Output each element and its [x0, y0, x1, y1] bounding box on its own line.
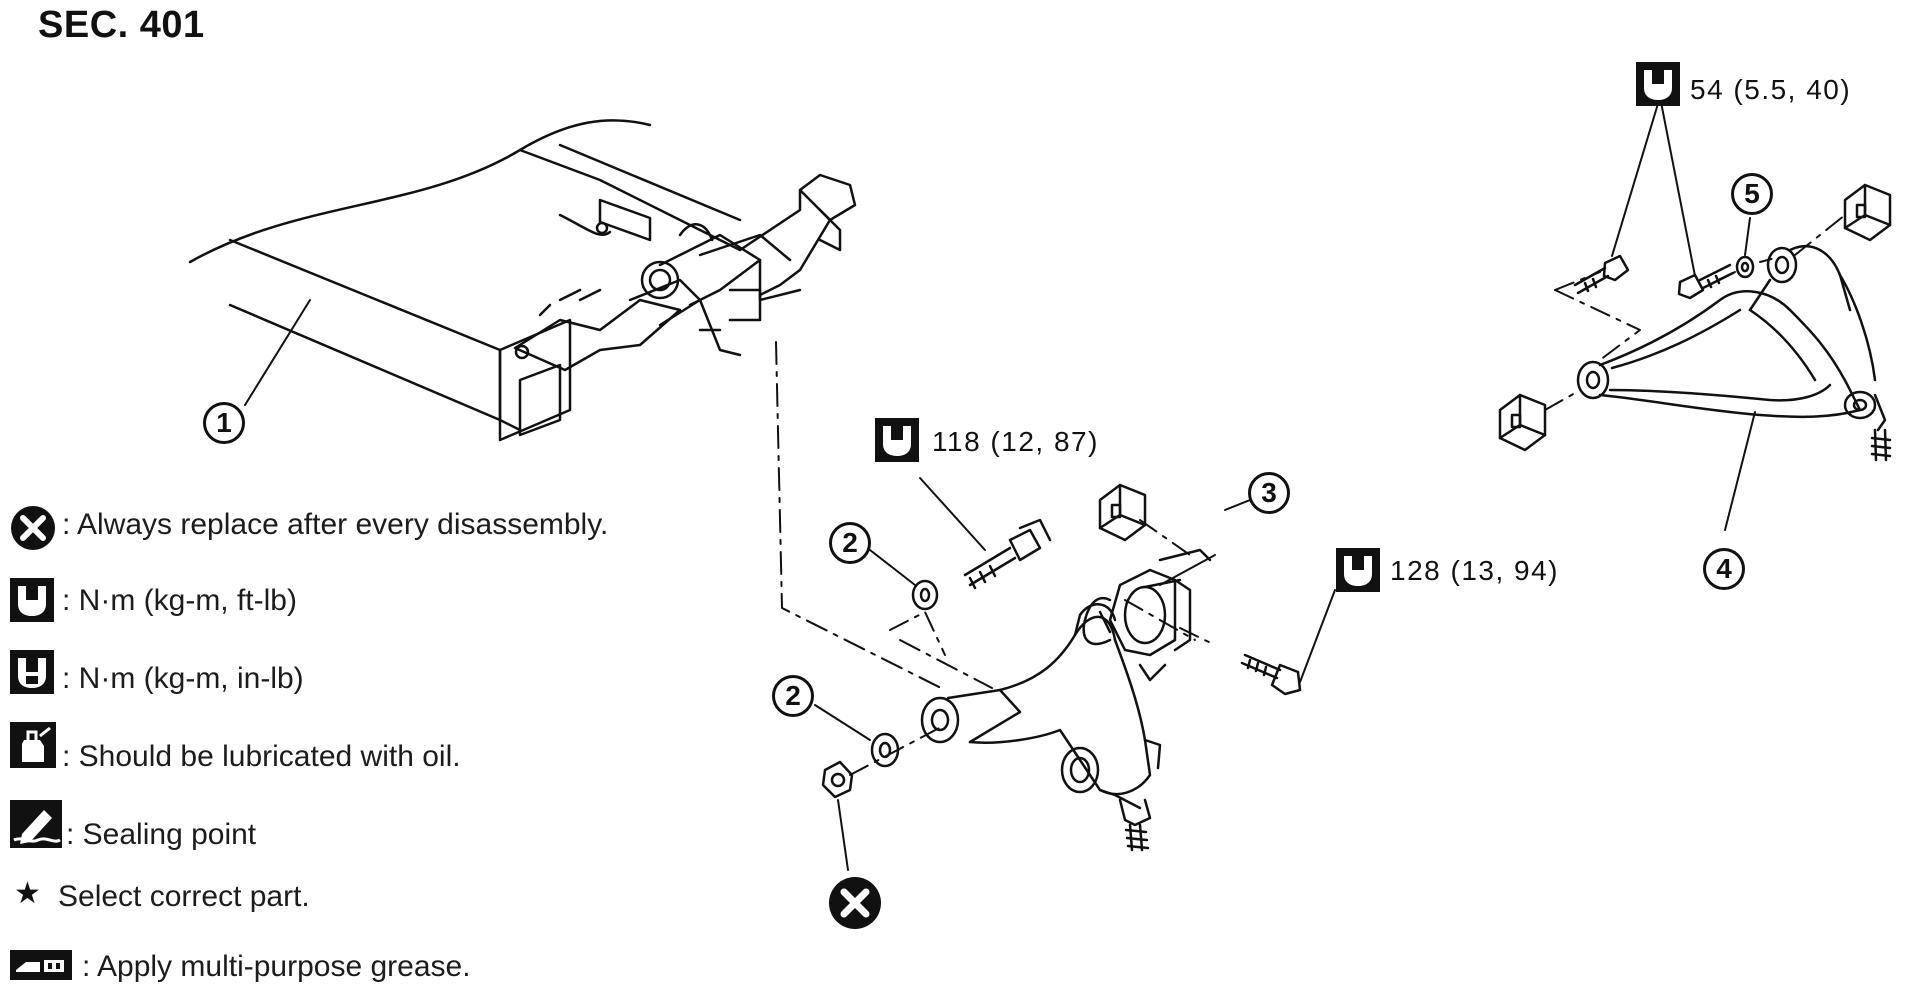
sealing-icon	[10, 800, 62, 848]
torque-upper-arm-bolts: 54 (5.5, 40)	[1690, 74, 1852, 105]
torque-lower-arm-front-bolt: 118 (12, 87)	[932, 426, 1099, 457]
star-icon: ★	[14, 877, 41, 910]
torque-wrench-icon	[875, 418, 919, 462]
torque-wrench-icon	[10, 578, 54, 622]
section-title: SEC. 401	[38, 4, 205, 46]
callout-3: 3	[1248, 472, 1290, 514]
replace-x-icon	[11, 506, 55, 550]
callout-2-upper: 2	[829, 522, 871, 564]
upper-link-bolt-left-drawing	[1573, 254, 1630, 295]
torque-wrench-inlb-icon	[10, 650, 54, 694]
torque-wrench-icon	[1336, 548, 1380, 592]
washer-5-drawing	[1735, 255, 1755, 279]
callout-2-lower: 2	[772, 675, 814, 717]
legend-replace-text: : Always replace after every disassembly…	[62, 508, 609, 541]
suspension-member-drawing	[188, 119, 857, 442]
upper-link-drawing	[1576, 244, 1892, 462]
legend-torque-ftlb-text: : N·m (kg-m, ft-lb)	[62, 584, 297, 617]
callout-5: 5	[1731, 173, 1773, 215]
upper-bushing-cap-left-drawing	[1498, 393, 1547, 452]
upper-link-bolt-right-drawing	[1677, 263, 1735, 300]
lower-link-drawing	[920, 603, 1162, 852]
legend-oil-text: : Should be lubricated with oil.	[62, 740, 461, 773]
lower-arm-nut-drawing	[821, 760, 854, 799]
oil-can-icon	[10, 722, 56, 768]
lower-arm-rear-bolt-drawing	[1240, 653, 1302, 696]
washer-upper-drawing	[911, 579, 939, 611]
lower-arm-front-bolt-drawing	[963, 518, 1052, 590]
grease-icon	[10, 950, 72, 980]
legend-star-text: Select correct part.	[58, 880, 310, 913]
lower-link-bushing-drawing	[1082, 548, 1212, 682]
callout-4: 4	[1703, 548, 1745, 590]
legend-torque-inlb-text: : N·m (kg-m, in-lb)	[62, 662, 304, 695]
upper-bushing-cap-right-drawing	[1843, 183, 1892, 242]
legend-grease-text: : Apply multi-purpose grease.	[82, 950, 471, 983]
bushing-cap-drawing	[1098, 483, 1147, 542]
torque-wrench-icon	[1636, 62, 1680, 106]
legend-sealing-text: : Sealing point	[66, 818, 257, 851]
torque-lower-arm-rear-bolt: 128 (13, 94)	[1390, 555, 1559, 586]
callout-1: 1	[203, 402, 245, 444]
replace-x-icon	[829, 877, 881, 929]
